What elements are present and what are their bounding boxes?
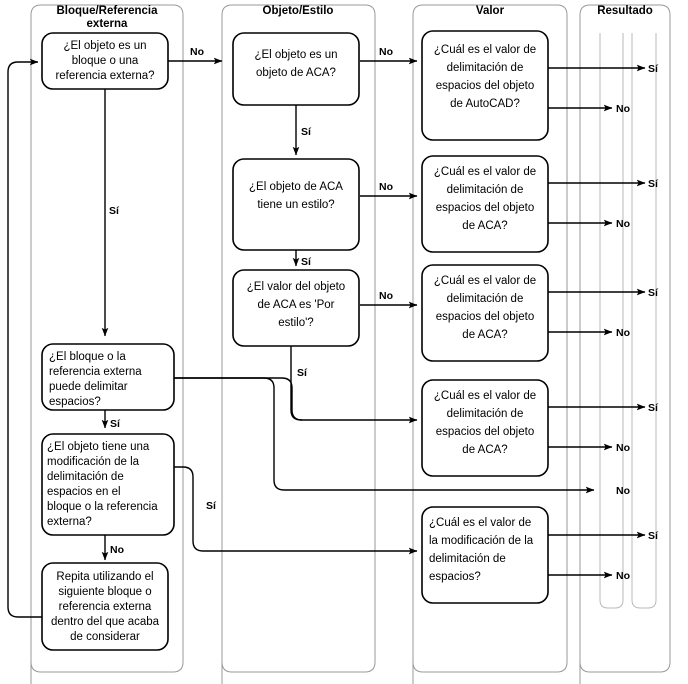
node-n5[interactable]: ¿El objeto es un objeto de ACA?: [232, 32, 360, 106]
node-n8-line-1: delimitación de: [447, 62, 524, 74]
node-n6-line-1: tiene un estilo?: [257, 199, 334, 211]
node-n6[interactable]: ¿El objeto de ACA tiene un estilo?: [232, 158, 360, 251]
node-n12-line-2: delimitación de: [429, 553, 506, 565]
node-n9-line-0: ¿Cuál es el valor de: [434, 166, 536, 178]
edge-label-n6-n9: No: [379, 181, 393, 193]
edge-n2-resultado: [174, 377, 595, 494]
node-n11-line-1: delimitación de: [447, 408, 524, 420]
node-n8-line-3: de AutoCAD?: [450, 98, 520, 110]
node-n7-line-0: ¿El valor del objeto: [247, 281, 345, 293]
node-n4-line-3: dentro del que acaba: [51, 616, 160, 628]
result-label-r10: Sí: [648, 530, 659, 542]
edge-label-n5-n8: No: [379, 46, 393, 58]
node-n8[interactable]: ¿Cuál es el valor de delimitación de esp…: [421, 30, 549, 141]
node-n4[interactable]: Repita utilizando el siguiente bloque o …: [41, 562, 169, 651]
edge-label-n3-n12: Sí: [206, 500, 217, 512]
node-n3-line-5: externa?: [47, 516, 92, 528]
edge-label-n5-n6: Sí: [301, 126, 312, 138]
result-label-r4: No: [616, 218, 630, 230]
result-label-r9: No: [616, 485, 630, 497]
node-n8-line-0: ¿Cuál es el valor de: [434, 44, 536, 56]
node-n11-line-0: ¿Cuál es el valor de: [434, 390, 536, 402]
node-n9-line-2: espacios del objeto: [436, 202, 534, 214]
node-n7[interactable]: ¿El valor del objeto de ACA es 'Por esti…: [232, 269, 360, 347]
lane-title-bloque-2: externa: [87, 18, 129, 30]
node-n11-line-2: espacios del objeto: [436, 426, 534, 438]
result-label-r2: No: [616, 103, 630, 115]
node-n12[interactable]: ¿Cuál es el valor de la modificación de …: [421, 506, 549, 604]
edge-label-n2-n3: Sí: [110, 418, 121, 430]
lane-title-bloque: Bloque/Referencia: [57, 5, 159, 17]
node-n2-line-2: puede delimitar: [49, 381, 128, 393]
node-n2-line-1: referencia externa: [49, 366, 142, 378]
node-n3-line-4: bloque o la referencia: [47, 501, 158, 513]
node-n12-line-3: espacios?: [429, 571, 481, 583]
lane-title-objeto: Objeto/Estilo: [263, 5, 334, 17]
node-n7-line-1: de ACA es 'Por: [258, 299, 335, 311]
edge-label-n7-n11: Sí: [297, 367, 308, 379]
result-label-r11: No: [616, 570, 630, 582]
swimlane-valor: Valor: [412, 4, 568, 684]
node-n4-line-4: de considerar: [70, 631, 140, 643]
node-n5-line-1: objeto de ACA?: [256, 67, 336, 79]
node-n10[interactable]: ¿Cuál es el valor de delimitación de esp…: [421, 264, 549, 362]
node-n2[interactable]: ¿El bloque o la referencia externa puede…: [41, 343, 175, 411]
node-n11[interactable]: ¿Cuál es el valor de delimitación de esp…: [421, 379, 549, 477]
result-label-r5: Sí: [648, 287, 659, 299]
node-n10-line-1: delimitación de: [447, 293, 524, 305]
node-n10-line-0: ¿Cuál es el valor de: [434, 275, 536, 287]
result-label-r1: Sí: [648, 63, 659, 75]
edge-label-n7-n10: No: [379, 290, 393, 302]
swimlane-resultado: Resultado: [579, 4, 671, 684]
node-n11-line-3: de ACA?: [462, 444, 507, 456]
node-n10-line-3: de ACA?: [462, 329, 507, 341]
result-label-r8: No: [616, 442, 630, 454]
node-n1[interactable]: ¿El objeto es un bloque o una referencia…: [41, 32, 169, 90]
edge-label-n1-n2: Sí: [109, 205, 120, 217]
edge-label-n3-n4: No: [110, 544, 124, 556]
lane-title-valor: Valor: [476, 5, 505, 17]
edge-label-n6-n7: Sí: [301, 256, 312, 268]
node-n3[interactable]: ¿El objeto tiene una modificación de la …: [41, 433, 175, 536]
node-n1-line-1: bloque o una: [72, 55, 139, 67]
node-n3-line-1: modificación de la: [47, 456, 140, 468]
node-n12-line-0: ¿Cuál es el valor de: [429, 517, 531, 529]
edge-n2-n11: [174, 377, 303, 421]
node-n8-line-2: espacios del objeto: [436, 80, 534, 92]
edge-n7-n11: [290, 346, 418, 424]
swimlane-objeto-estilo: Objeto/Estilo: [221, 4, 376, 684]
node-n4-line-2: referencia externa: [59, 601, 152, 613]
node-n4-line-1: siguiente bloque o: [58, 586, 151, 598]
node-n7-line-2: estilo'?: [278, 317, 313, 329]
result-label-r3: Sí: [648, 178, 659, 190]
edge-label-n1-n5: No: [190, 46, 204, 58]
node-n2-line-0: ¿El bloque o la: [49, 351, 126, 363]
node-n3-line-0: ¿El objeto tiene una: [47, 441, 150, 453]
lane-title-resultado: Resultado: [597, 5, 653, 17]
node-n12-line-1: la modificación de la: [429, 535, 534, 547]
swimlane-bloque-referencia-externa: Bloque/Referencia externa: [30, 4, 184, 684]
node-n9-line-1: delimitación de: [447, 184, 524, 196]
result-label-r7: Sí: [648, 402, 659, 414]
node-n9-line-3: de ACA?: [462, 220, 507, 232]
resultado-sublane-right: [631, 33, 657, 609]
node-n3-line-3: espacios en el: [47, 486, 121, 498]
node-n6-line-0: ¿El objeto de ACA: [249, 181, 343, 193]
node-n5-line-0: ¿El objeto es un: [254, 49, 337, 61]
node-n4-line-0: Repita utilizando el: [56, 571, 153, 583]
edge-n3-n12: [174, 466, 418, 555]
result-label-r6: No: [616, 327, 630, 339]
node-n10-line-2: espacios del objeto: [436, 311, 534, 323]
resultado-sublane-left: [599, 33, 624, 609]
node-n3-line-2: delimitación de: [47, 471, 124, 483]
node-n1-line-0: ¿El objeto es un: [63, 40, 146, 52]
edge-n4-n1-loopback: [7, 58, 42, 618]
node-n1-line-2: referencia externa?: [55, 70, 154, 82]
node-n2-line-3: espacios?: [49, 396, 101, 408]
node-n9[interactable]: ¿Cuál es el valor de delimitación de esp…: [421, 155, 549, 253]
